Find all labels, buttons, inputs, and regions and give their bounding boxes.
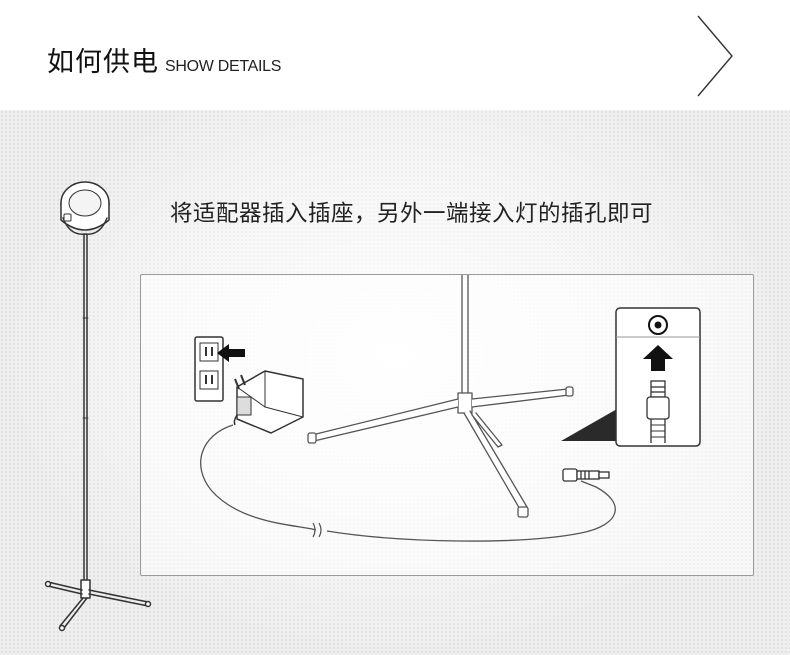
- power-cable: [200, 424, 616, 542]
- tripod-stand-illustration: [306, 275, 586, 525]
- page-subtitle: SHOW DETAILS: [165, 58, 282, 75]
- dc-socket-callout: [615, 307, 701, 447]
- section-title: 如何供电 SHOW DETAILS: [47, 40, 281, 79]
- dc-socket-icon: [648, 315, 668, 335]
- instruction-text: 将适配器插入插座，另外一端接入灯的插孔即可: [170, 201, 654, 227]
- page-title: 如何供电: [47, 47, 159, 78]
- floor-lamp-illustration: [40, 178, 160, 638]
- arrow-icon: [217, 342, 247, 364]
- connection-diagram: [140, 274, 754, 576]
- header: 如何供电 SHOW DETAILS: [0, 0, 790, 110]
- power-details-panel: 将适配器插入插座，另外一端接入灯的插孔即可: [0, 110, 790, 655]
- dc-plug-icon: [559, 463, 613, 487]
- chevron-right-icon[interactable]: [692, 14, 738, 98]
- wall-outlet-icon: [193, 335, 227, 405]
- callout-pointer: [559, 407, 619, 445]
- power-adapter-icon: [225, 359, 307, 439]
